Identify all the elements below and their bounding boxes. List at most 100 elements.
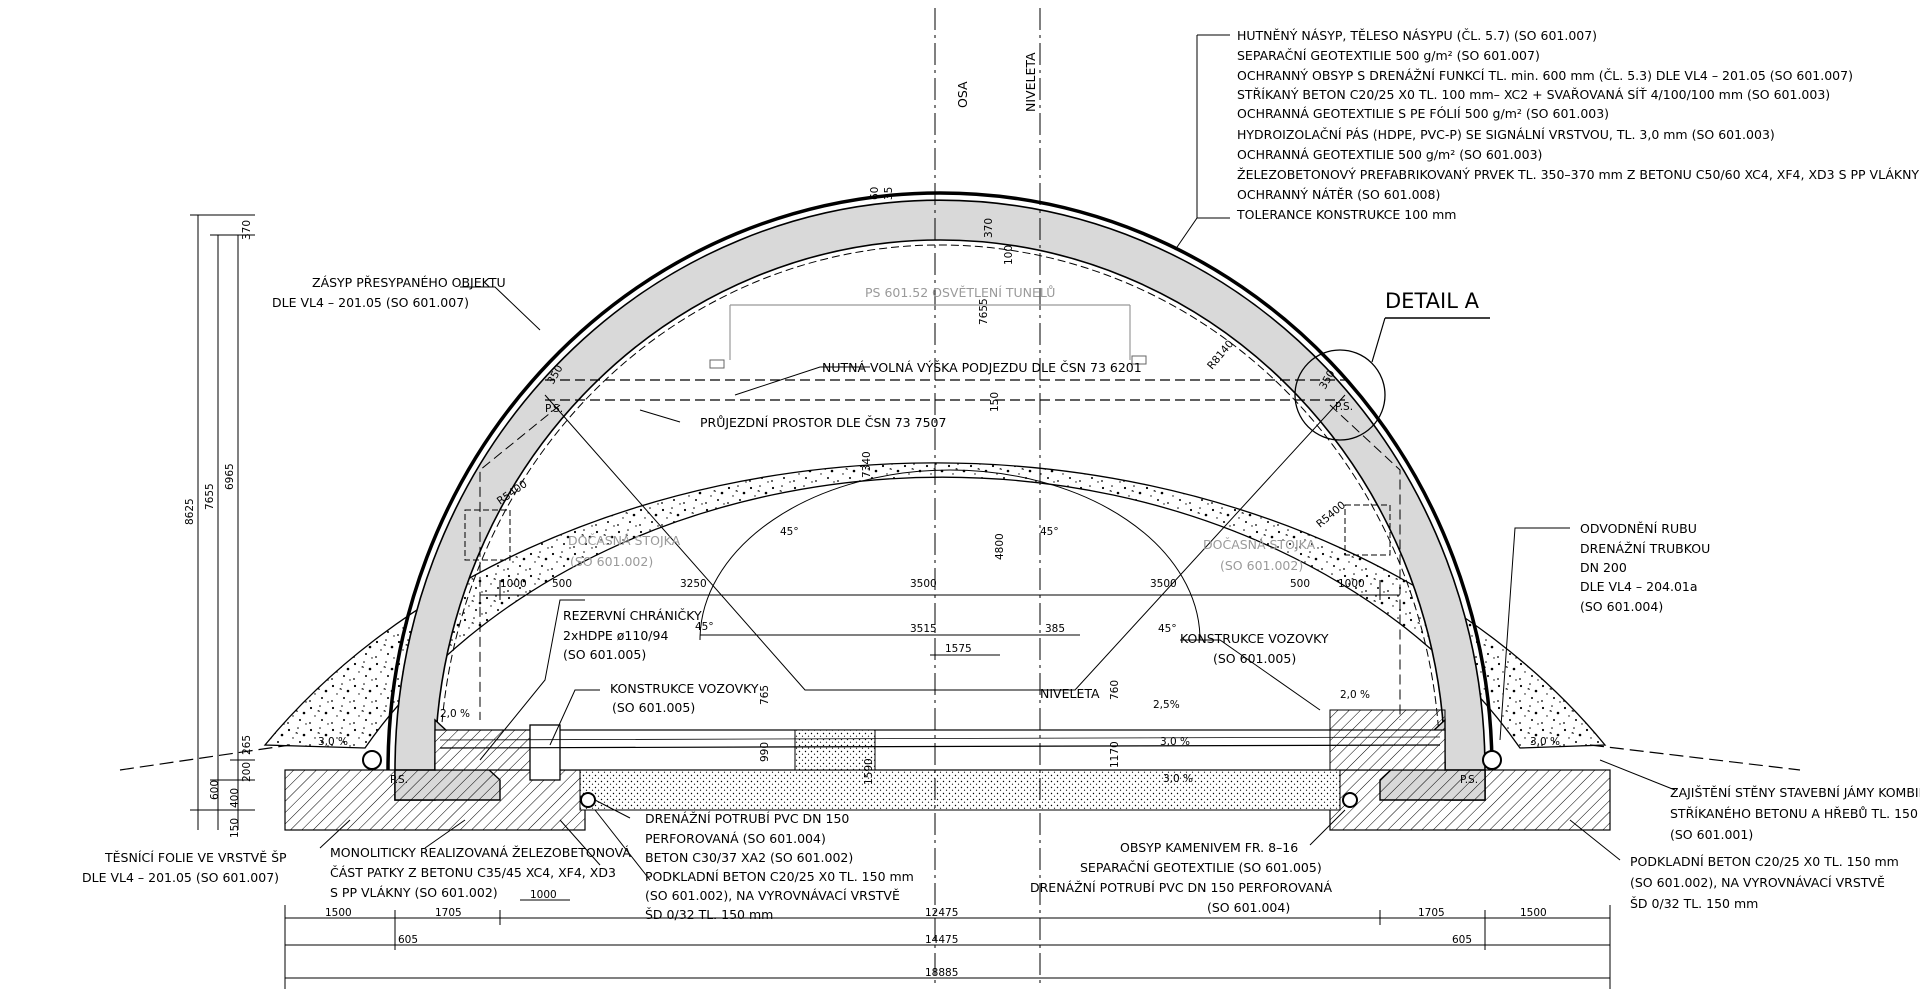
layer-1: HUTNĚNÝ NÁSYP, TĚLESO NÁSYPU (ČL. 5.7) (… [1237,28,1597,43]
angle-45-c: 45° [695,621,714,633]
dim-7340: 7340 [861,451,873,478]
slope-3-center-2: 3,0 % [1163,773,1193,785]
dim-3250: 3250 [680,578,707,590]
dim-3500-right: 3500 [1150,578,1177,590]
conduits-3: (SO 601.005) [563,647,646,662]
gravel-2: SEPARAČNÍ GEOTEXTILIE (SO 601.005) [1080,860,1322,875]
sealing-foil-2: DLE VL4 – 201.05 (SO 601.007) [82,870,279,885]
gravel-4: (SO 601.004) [1207,900,1290,915]
waterproofing-line [386,191,1494,771]
angle-45-b: 45° [1040,526,1059,538]
dim-1000-right: 1000 [1338,578,1365,590]
dim-b1705-right: 1705 [1418,907,1445,919]
base-right-1: PODKLADNÍ BETON C20/25 X0 TL. 150 mm [1630,854,1899,869]
temp-prop-left-1: DOČASNÁ STOJKA [568,533,681,548]
dim-1000-left: 1000 [500,578,527,590]
pavement-hatch-right [1329,709,1446,771]
dim-1170: 1170 [1109,741,1121,768]
dim-8625: 8625 [184,498,196,525]
temp-prop-right-2: (SO 601.002) [1220,558,1303,573]
drain-pipe-5: (SO 601.002), NA VYROVNÁVACÍ VRSTVĚ [645,888,900,903]
conduits-1: REZERVNÍ CHRÁNIČKY [563,608,702,623]
rub-drainage-2: DRENÁŽNÍ TRUBKOU [1580,541,1710,556]
osa-label: OSA [955,81,970,108]
pit-wall-2: STŘÍKANÉHO BETONU A HŘEBŮ TL. 150 mm [1670,806,1920,821]
rub-drainage-5: (SO 601.004) [1580,599,1663,614]
clearance-height-label: NUTNÁ VOLNÁ VÝŠKA PODJEZDU DLE ČSN 73 62… [822,360,1142,375]
dim-4800: 4800 [994,533,1006,560]
temp-prop-right-1: DOČASNÁ STOJKA [1203,537,1316,552]
angle-45-a: 45° [780,526,799,538]
dim-b18885: 18885 [925,967,958,979]
backfill-zone [263,462,1607,749]
rub-drainage-4: DLE VL4 – 204.01a [1580,579,1698,594]
drain-detail-block [794,729,876,771]
zasyp-line-2: DLE VL4 – 201.05 (SO 601.007) [272,295,469,310]
drain-pipe-3: BETON C30/37 XA2 (SO 601.002) [645,850,853,865]
dim-b14475: 14475 [925,934,958,946]
layer-3: OCHRANNÝ OBSYP S DRENÁŽNÍ FUNKCÍ TL. min… [1237,68,1853,83]
slope-25: 2,5% [1153,699,1180,711]
pit-wall-3: (SO 601.001) [1670,827,1753,842]
layer-list: HUTNĚNÝ NÁSYP, TĚLESO NÁSYPU (ČL. 5.7) (… [1236,28,1920,222]
monolithic-2: ČÁST PATKY Z BETONU C35/45 XC4, XF4, XD3 [330,865,616,880]
left-vertical-dimensions [190,214,255,830]
pavement-left-1: KONSTRUKCE VOZOVKY [610,681,759,696]
layer-4: STŘÍKANÝ BETON C20/25 X0 TL. 100 mm– XC2… [1237,87,1830,102]
dim-370-left: 370 [241,220,253,240]
dim-b605-right: 605 [1452,934,1472,946]
angle-45-d: 45° [1158,623,1177,635]
gravel-3: DRENÁŽNÍ POTRUBÍ PVC DN 150 PERFOROVANÁ [1030,880,1332,895]
temp-prop-left-2: (SO 601.002) [570,554,653,569]
lighting-label: PS 601.52 OSVĚTLENÍ TUNELŮ [865,285,1055,300]
dim-600: 600 [209,780,221,800]
drain-pipe-left [362,750,382,770]
ps-mark-bottom-left: P.S. [390,774,408,786]
base-concrete-right [1329,769,1611,831]
dim-7655-left: 7655 [204,483,216,510]
drain-pipe-center-right [1342,792,1358,808]
dim-400: 400 [229,788,241,808]
rub-drainage-3: DN 200 [1580,560,1627,575]
dim-b1500-left: 1500 [325,907,352,919]
dim-60: 60 [869,187,881,200]
dim-7655-center: 7655 [978,298,990,325]
monolithic-3: S PP VLÁKNY (SO 601.002) [330,885,498,900]
dim-b605-left: 605 [398,934,418,946]
dim-765: 765 [759,685,771,705]
layer-5: OCHRANNÁ GEOTEXTILIE S PE FÓLIÍ 500 g/m²… [1237,106,1609,121]
drain-pipe-right [1482,750,1502,770]
drain-pipe-center-left [580,792,596,808]
slope-left-3: 3,0 % [318,736,348,748]
ps-mark-top-left: P.S. [545,403,563,415]
drain-pipe-4: PODKLADNÍ BETON C20/25 X0 TL. 150 mm [645,869,914,884]
zasyp-line-1: ZÁSYP PŘESYPANÉHO OBJEKTU [312,275,506,290]
pavement-right-2: (SO 601.005) [1213,651,1296,666]
dim-150-center: 150 [989,392,1001,412]
dim-500-right: 500 [1290,578,1310,590]
dim-370-top: 370 [983,218,995,238]
layer-7: OCHRANNÁ GEOTEXTILIE 500 g/m² (SO 601.00… [1237,147,1542,162]
pavement-right-1: KONSTRUKCE VOZOVKY [1180,631,1329,646]
dim-100-top: 100 [1003,245,1015,265]
niveleta-label: NIVELETA [1023,52,1038,112]
monolithic-1: MONOLITICKY REALIZOVANÁ ŽELEZOBETONOVÁ [330,845,631,860]
dim-b1000: 1000 [530,889,557,901]
dim-200: 200 [241,762,253,782]
dim-265: 265 [241,735,253,755]
dim-150-left: 150 [229,818,241,838]
dim-385: 385 [1045,623,1065,635]
dim-1590: 1590 [863,758,875,785]
dim-3515: 3515 [910,623,937,635]
dim-35: 35 [883,187,895,200]
dim-b1500-right: 1500 [1520,907,1547,919]
dim-500-left: 500 [552,578,572,590]
slope-right-2: 2,0 % [1340,689,1370,701]
dim-760: 760 [1109,680,1121,700]
pit-wall-1: ZAJIŠTĚNÍ STĚNY STAVEBNÍ JÁMY KOMBINACÍ [1670,785,1920,800]
bottom-dimensions [284,899,1611,989]
layer-2: SEPARAČNÍ GEOTEXTILIE 500 g/m² (SO 601.0… [1237,48,1540,63]
base-right-3: ŠD 0/32 TL. 150 mm [1630,896,1758,911]
ps-mark-bottom-right: P.S. [1460,774,1478,786]
